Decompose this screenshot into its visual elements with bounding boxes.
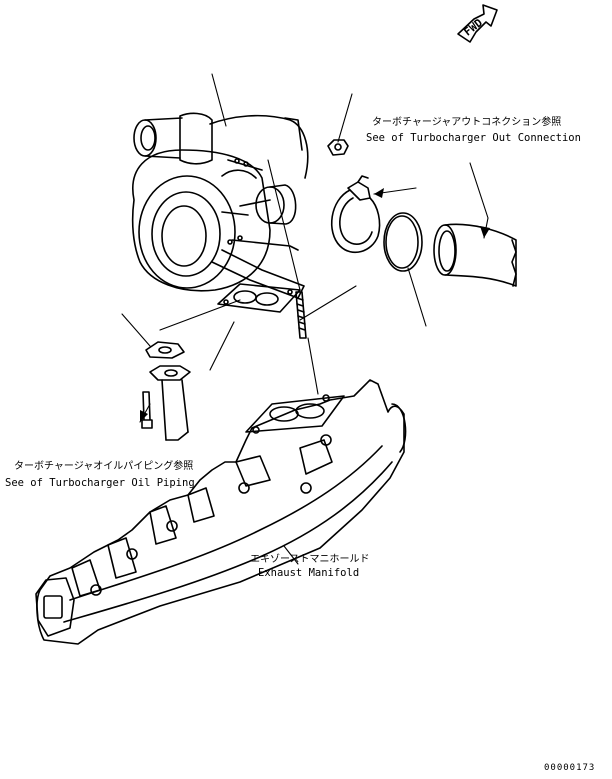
oil-drain-pipe	[141, 365, 191, 441]
v-band-clamp	[331, 175, 381, 254]
stud-bolt	[295, 291, 307, 339]
flange-gasket	[217, 283, 301, 313]
fwd-arrow-icon: FWD	[457, 4, 498, 43]
nut	[327, 139, 349, 156]
fwd-text: FWD	[461, 16, 485, 39]
part-number: 00000173	[544, 763, 596, 773]
oil-pipe-gasket	[145, 341, 185, 359]
gasket-ring	[383, 212, 423, 272]
turbo-out-label-en: See of Turbocharger Out Connection	[366, 132, 581, 144]
oil-piping-label-jp: ターボチャージャオイルパイピング参照	[14, 461, 194, 472]
outlet-pipe	[433, 223, 517, 287]
manifold-label-en: Exhaust Manifold	[258, 567, 360, 579]
manifold-label-jp: エキゾーストマニホールド	[250, 554, 370, 565]
turbocharger	[131, 112, 309, 299]
leader-arrowheads	[140, 188, 490, 422]
oil-piping-label-en: See of Turbocharger Oil Piping	[5, 477, 195, 489]
turbo-out-label-jp: ターボチャージャアウトコネクション参照	[372, 117, 562, 128]
exhaust-manifold	[35, 379, 407, 645]
leader-lines	[121, 73, 489, 565]
